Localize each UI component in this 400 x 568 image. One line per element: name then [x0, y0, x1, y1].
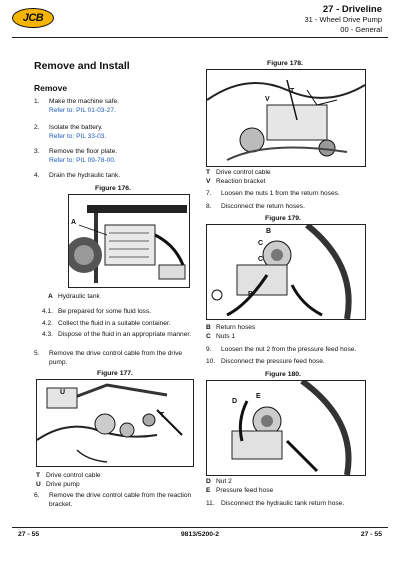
figure-178-title: Figure 178. — [267, 60, 303, 67]
step-9: 9. Loosen the nut 2 from the pressure fe… — [206, 346, 357, 353]
footer-page-left: 27 - 55 — [18, 531, 40, 538]
substep-4-3: 4.3. Dispose of the fluid in an appropri… — [42, 331, 192, 338]
group-title: 00 - General — [340, 25, 382, 34]
step-2: 2. Isolate the battery.Refer to: PIL 33-… — [34, 124, 194, 141]
figure-176-title: Figure 176. — [95, 185, 131, 192]
subject-title: 31 - Wheel Drive Pump — [304, 15, 382, 24]
figure-177-title: Figure 177. — [97, 370, 133, 377]
figure-179-image — [206, 224, 366, 320]
callout-v: V — [265, 96, 270, 103]
step-11: 11. Disconnect the hydraulic tank return… — [206, 500, 345, 507]
callout-b: B — [266, 228, 272, 235]
step-7: 7. Loosen the nuts 1 from the return hos… — [206, 190, 340, 197]
page-header: 27 - Driveline 31 - Wheel Drive Pump 00 … — [304, 5, 382, 35]
callout-d: D — [232, 398, 238, 405]
footer-doc-number: 9813/5200-2 — [180, 531, 220, 538]
footer-page-right: 27 - 55 — [360, 531, 382, 538]
figure-180-image — [206, 380, 366, 476]
ref-link[interactable]: Refer to: PIL 01-03-27. — [49, 106, 116, 114]
figure-176-image — [68, 194, 190, 288]
callout-a: A — [71, 219, 77, 226]
callout-b: B — [248, 291, 254, 298]
ref-link[interactable]: Refer to: PIL 09-78-00. — [49, 156, 116, 164]
substep-4-2: 4.2. Collect the fluid in a suitable con… — [42, 320, 171, 327]
callout-u: U — [60, 389, 66, 396]
jcb-logo: JCB — [12, 8, 54, 28]
callout-t: T — [290, 88, 295, 95]
step-3: 3. Remove the floor plate.Refer to: PIL … — [34, 148, 194, 165]
callout-e: E — [256, 393, 261, 400]
figure-179-title: Figure 179. — [265, 215, 301, 222]
section-title: Remove and Install — [34, 60, 130, 72]
ref-link[interactable]: Refer to: PIL 33-03. — [49, 132, 107, 140]
figure-180-title: Figure 180. — [265, 371, 301, 378]
chapter-title: 27 - Driveline — [322, 4, 382, 15]
substep-4-1: 4.1. Be prepared for some fluid loss. — [42, 308, 152, 315]
step-8: 8. Disconnect the return hoses. — [206, 203, 305, 210]
callout-c: C — [258, 240, 264, 247]
sub-title: Remove — [34, 83, 68, 93]
callout-c: C — [258, 256, 264, 263]
footer-rule — [12, 527, 388, 528]
figure-178-image — [206, 69, 366, 167]
figure-177-image — [36, 379, 194, 467]
step-5: 5. Remove the drive control cable from t… — [34, 350, 183, 366]
step-1: 1. Make the machine safe.Refer to: PIL 0… — [34, 98, 194, 115]
callout-t: T — [160, 412, 165, 419]
step-4: 4. Drain the hydraulic tank. — [34, 172, 121, 179]
header-rule — [12, 37, 388, 38]
step-10: 10. Disconnect the pressure feed hose. — [206, 358, 325, 365]
step-6: 6. Remove the drive control cable from t… — [34, 492, 192, 508]
